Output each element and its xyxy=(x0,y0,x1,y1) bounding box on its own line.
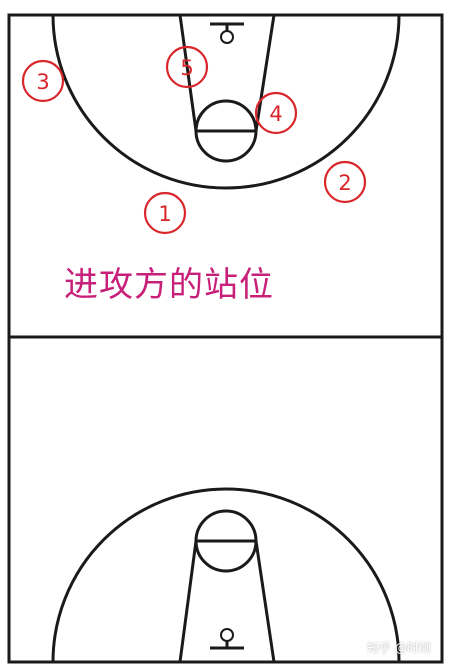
diagram-caption: 进攻方的站位 xyxy=(64,265,274,305)
player-2-label: 2 xyxy=(338,171,351,195)
top-three-point-arc xyxy=(51,14,401,190)
watermark: 知乎 @时倾 xyxy=(367,641,431,655)
player-4-label: 4 xyxy=(269,102,282,126)
bottom-key-lane xyxy=(178,539,276,664)
player-5-label: 5 xyxy=(180,56,193,80)
top-hoop xyxy=(220,30,234,44)
player-2-marker: 2 xyxy=(323,160,367,204)
bottom-free-throw-circle xyxy=(194,509,258,573)
player-3-marker: 3 xyxy=(21,59,65,103)
player-1-label: 1 xyxy=(158,202,171,226)
top-free-throw-circle xyxy=(194,99,258,163)
player-3-label: 3 xyxy=(36,70,49,94)
player-4-marker: 4 xyxy=(254,91,298,135)
bottom-three-point-arc xyxy=(51,487,401,663)
player-markers: 1 2 3 4 5 xyxy=(21,45,367,235)
bottom-hoop xyxy=(220,628,234,642)
player-1-marker: 1 xyxy=(143,191,187,235)
top-key-lane xyxy=(178,13,276,133)
player-5-marker: 5 xyxy=(165,45,209,89)
